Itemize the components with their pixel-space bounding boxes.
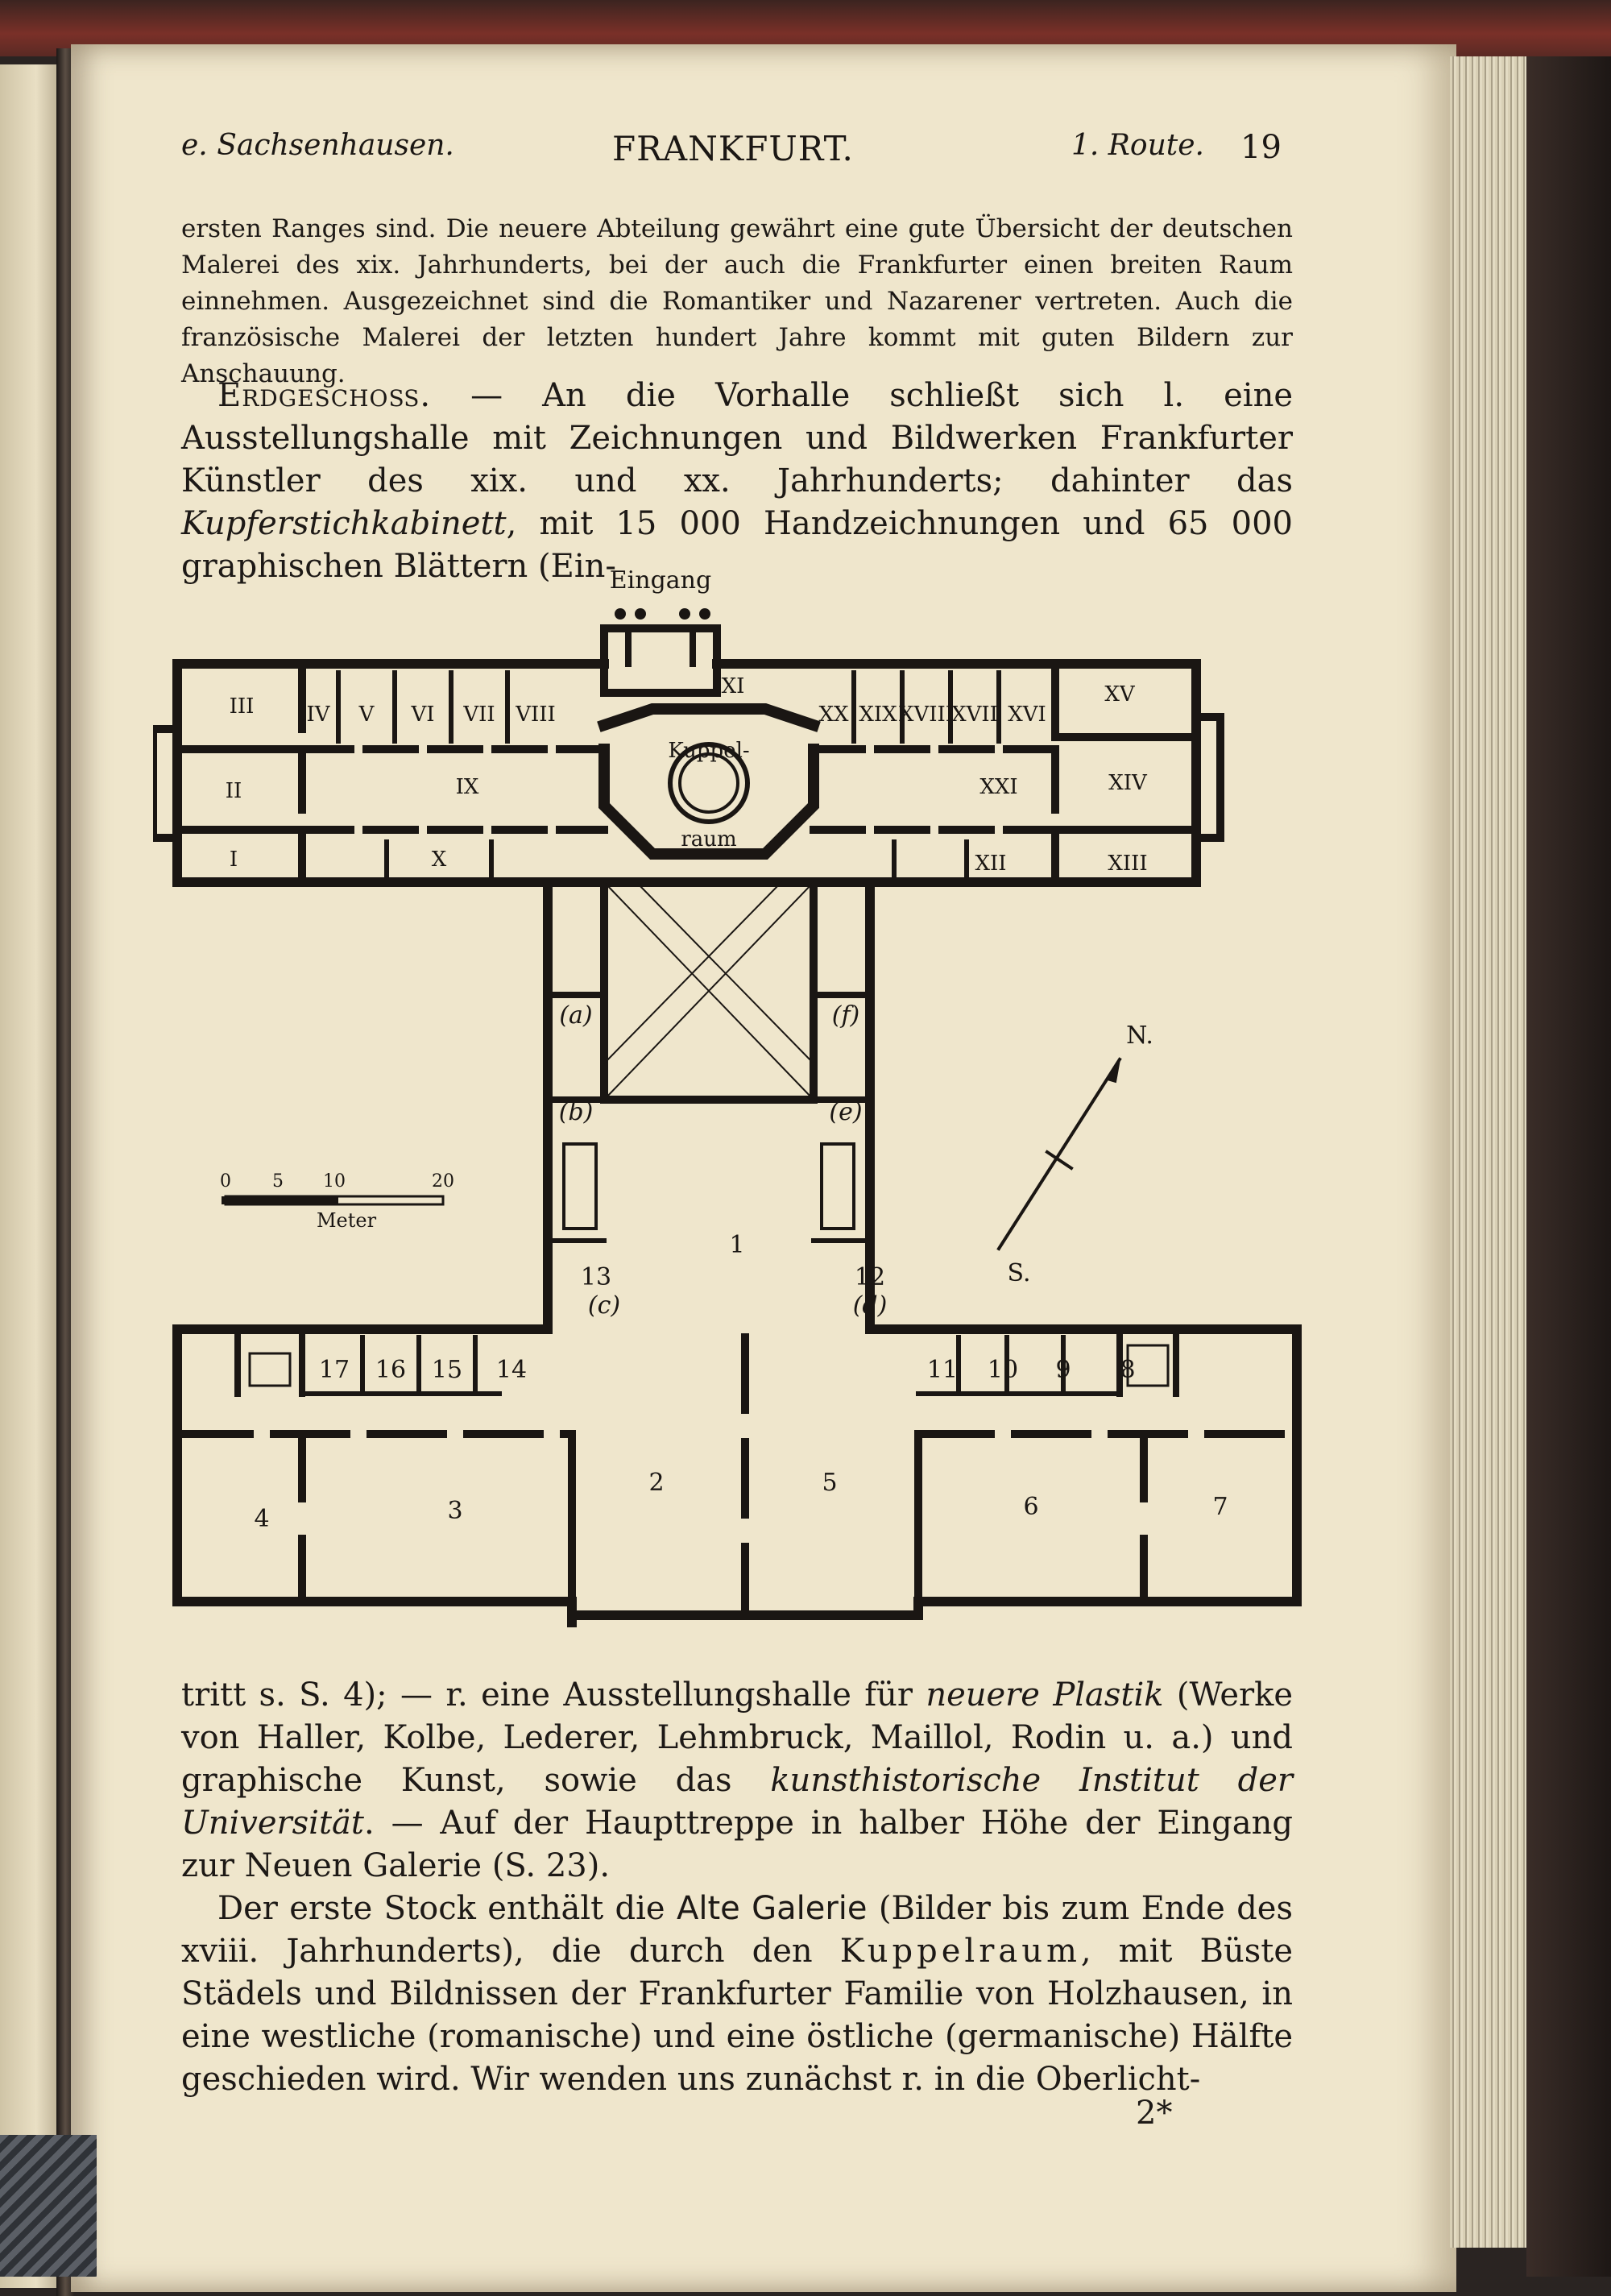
- ground-floor-paragraph: Erdgeschoß. — An die Vorhalle schließt s…: [181, 375, 1293, 588]
- plan-room-16: 16: [375, 1356, 406, 1384]
- plan-room-xviii: XVIII: [899, 702, 954, 727]
- plan-room-5: 5: [822, 1469, 837, 1497]
- first-floor-text-c: , mit Büste Städels und Bildnissen der F…: [181, 1933, 1293, 2098]
- plan-room-iii: III: [230, 694, 255, 719]
- plan-room-6: 6: [1023, 1493, 1038, 1521]
- plan-room-9: 9: [1055, 1356, 1071, 1384]
- plan-room-xvii: XVII: [951, 702, 998, 727]
- left-page-edge: [0, 64, 60, 2288]
- plan-side-room-d: (d): [853, 1291, 888, 1320]
- running-head-left: e. Sachsenhausen.: [181, 129, 454, 162]
- running-head-title: FRANKFURT.: [612, 129, 854, 168]
- plan-room-xxi: XXI: [979, 775, 1017, 799]
- page-stack: [1450, 56, 1526, 2248]
- plan-dome-label-2: raum: [681, 827, 736, 852]
- plan-room-12: 12: [855, 1263, 885, 1291]
- portico-columns: [615, 608, 710, 620]
- scale-tick-5: 5: [272, 1171, 284, 1192]
- south-label: S.: [1007, 1259, 1030, 1287]
- kuppelraum-term: Kuppelraum: [839, 1933, 1081, 1970]
- plan-room-15: 15: [432, 1356, 462, 1384]
- first-floor-paragraph: Der erste Stock enthält die Alte Galerie…: [181, 1888, 1293, 2101]
- first-floor-text-b: (Bilder bis zum Ende des xviii. Jahrhund…: [181, 1890, 1293, 1970]
- book-shadow: [1526, 56, 1611, 2277]
- scale-unit-label: Meter: [317, 1209, 377, 1232]
- continuation-text-c: . — Auf der Haupttreppe in halber Höhe d…: [181, 1805, 1293, 1884]
- continuation-text-b: (Werke von Haller, Kolbe, Lederer, Lehmb…: [181, 1676, 1294, 1799]
- alte-galerie: Alte Galerie: [676, 1890, 868, 1927]
- plan-room-ii: II: [226, 779, 242, 803]
- page-number: 19: [1240, 129, 1282, 166]
- continuation-text-a: tritt s. S. 4); — r. eine Ausstellungsha…: [181, 1676, 926, 1714]
- plan-side-room-e: (e): [829, 1098, 862, 1126]
- plan-room-ix: IX: [456, 775, 479, 799]
- plan-side-room-b: (b): [559, 1098, 594, 1126]
- plan-room-2: 2: [648, 1469, 664, 1497]
- scale-tick-20: 20: [432, 1171, 454, 1192]
- scale-tick-0: 0: [220, 1171, 231, 1192]
- plan-room-xvi: XVI: [1008, 702, 1046, 727]
- top-paragraph: ersten Ranges sind. Die neuere Abteilung…: [181, 214, 1293, 388]
- plan-room-xx: XX: [818, 702, 849, 727]
- ground-floor-text: — An die Vorhalle schließt sich l. eine …: [181, 377, 1293, 499]
- kupferstich-term: Kupferstichkabinett: [181, 505, 507, 542]
- ground-floor-label: Erdgeschoß.: [217, 377, 432, 414]
- plan-room-x: X: [432, 848, 447, 872]
- bookmark-ribbon: [0, 2135, 97, 2277]
- plan-side-room-a: (a): [559, 1001, 592, 1030]
- north-label: N.: [1126, 1022, 1153, 1050]
- book-gutter: [56, 48, 74, 2296]
- plan-room-11: 11: [927, 1356, 958, 1384]
- plan-room-xii: XII: [975, 852, 1006, 876]
- ground-floor-text-end: , mit 15 000 Handzeichnungen und 65 000 …: [181, 505, 1293, 585]
- plan-room-xiii: XIII: [1108, 852, 1147, 876]
- plan-room-10: 10: [988, 1356, 1018, 1384]
- plan-dome-label-1: Kuppel-: [668, 739, 749, 763]
- plan-room-xiv: XIV: [1108, 771, 1148, 795]
- plan-room-vii: VII: [462, 702, 495, 727]
- institut-term: kunsthistorische Institut der Universitä…: [181, 1762, 1293, 1842]
- first-floor-text-a: Der erste Stock enthält die: [217, 1890, 677, 1927]
- plan-entrance-label: Eingang: [610, 566, 711, 595]
- plan-side-room-c: (c): [588, 1291, 620, 1320]
- neuere-plastik: neuere Plastik: [926, 1676, 1164, 1714]
- page: [71, 44, 1456, 2292]
- plan-room-xi: XI: [722, 674, 745, 698]
- plan-room-1: 1: [729, 1231, 744, 1259]
- plan-room-13: 13: [581, 1263, 611, 1291]
- plan-side-room-f: (f): [832, 1001, 860, 1030]
- plan-room-4: 4: [254, 1505, 269, 1533]
- continuation-paragraph: tritt s. S. 4); — r. eine Ausstellungsha…: [181, 1674, 1293, 1888]
- plan-room-v: V: [358, 702, 375, 727]
- scale-tick-10: 10: [323, 1171, 346, 1192]
- signature-mark: 2*: [1136, 2095, 1173, 2132]
- plan-room-xix: XIX: [859, 702, 897, 727]
- plan-room-7: 7: [1212, 1493, 1228, 1521]
- plan-room-i: I: [230, 848, 238, 872]
- plan-room-xv: XV: [1104, 682, 1136, 707]
- plan-room-vi: VI: [410, 702, 434, 727]
- plan-room-viii: VIII: [515, 702, 556, 727]
- plan-room-17: 17: [319, 1356, 350, 1384]
- running-head-route: 1. Route.: [1071, 129, 1204, 162]
- plan-room-3: 3: [447, 1497, 462, 1525]
- plan-room-8: 8: [1120, 1356, 1135, 1384]
- plan-room-14: 14: [496, 1356, 527, 1384]
- plan-room-iv: IV: [306, 702, 330, 727]
